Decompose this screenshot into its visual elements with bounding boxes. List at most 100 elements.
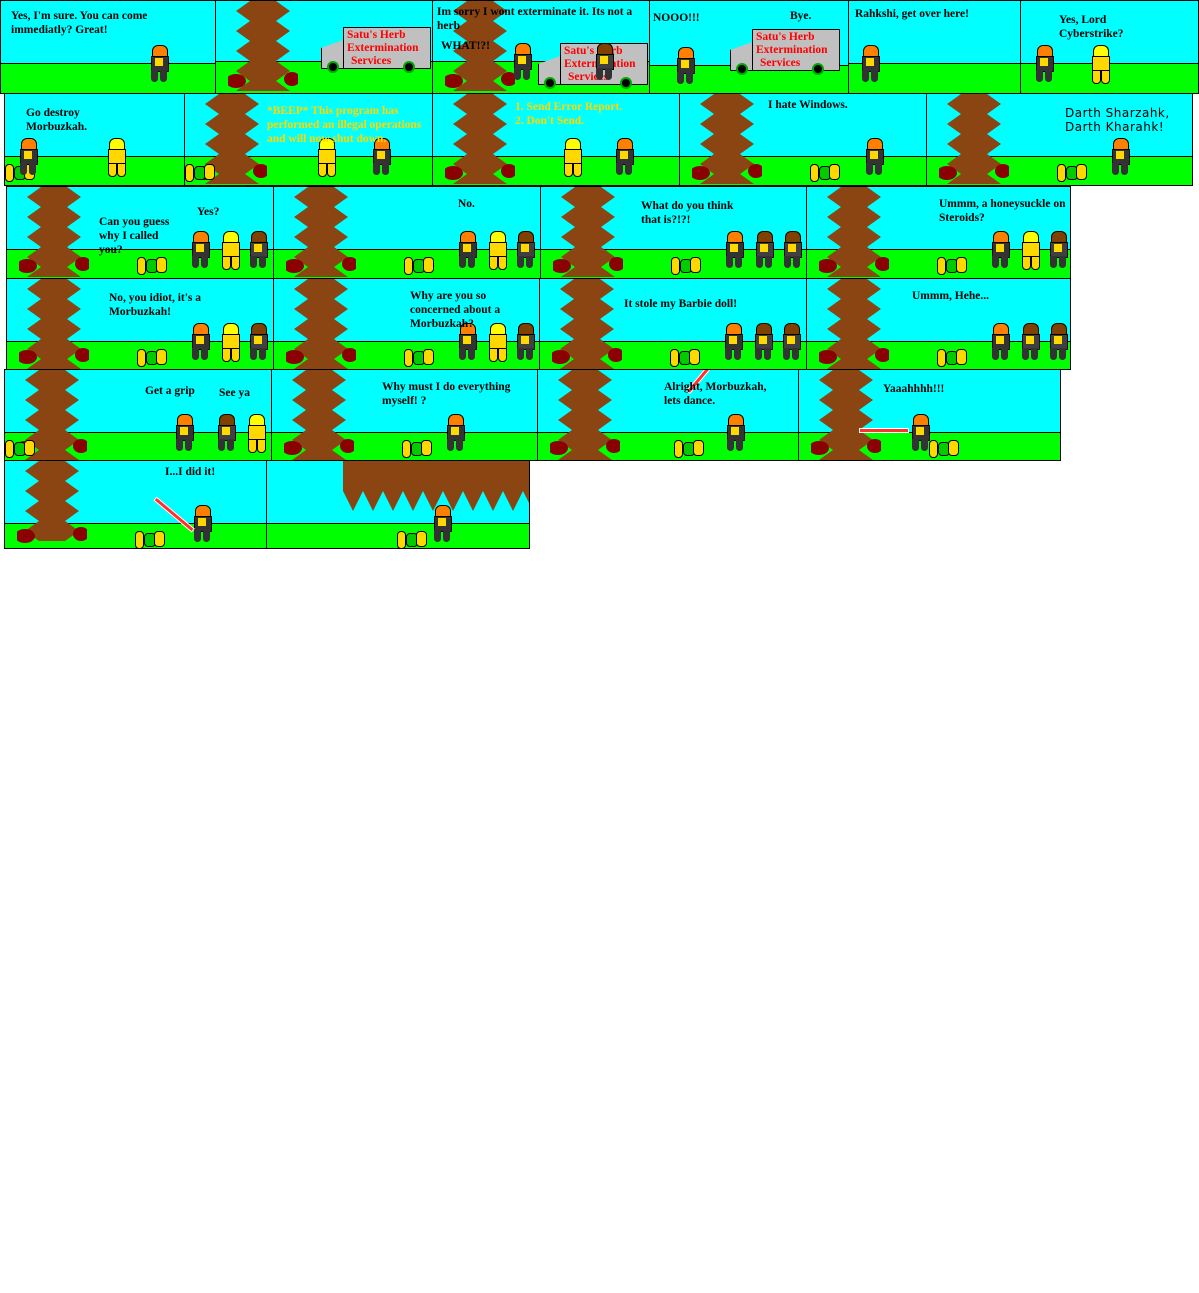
morbuzkah-plant — [286, 279, 356, 369]
cyberstrike-robot — [722, 323, 744, 361]
speech-text: WHAT!?! — [441, 40, 490, 52]
fallen-yellow-robot — [674, 438, 704, 458]
fallen-yellow-robot — [1057, 162, 1087, 182]
speech-text: What do you think that is?!?! — [641, 200, 734, 226]
comic-panel-17: Why are you so concerned about a Morbuzk… — [273, 278, 540, 370]
yellow-rahkshi-robot — [1089, 45, 1111, 84]
cyberstrike-robot — [723, 231, 745, 269]
red-lightsaber — [859, 428, 909, 433]
cyberstrike-robot — [189, 231, 211, 269]
fallen-yellow-robot — [135, 529, 165, 548]
cyberstrike-robot — [189, 323, 211, 361]
cyberstrike-robot — [724, 414, 746, 452]
cyberstrike-robot — [863, 138, 885, 176]
comic-panel-22: Alright, Morbuzkah, lets dance. — [537, 369, 799, 461]
morbuzkah-plant — [819, 279, 889, 369]
speech-text: No. — [458, 198, 475, 210]
cyberstrike-robot — [613, 138, 635, 176]
fallen-yellow-robot — [929, 438, 959, 458]
yellow-rahkshi-robot — [315, 138, 337, 177]
yellow-rahkshi-robot — [1019, 231, 1041, 270]
van-label-line: Services — [351, 55, 392, 67]
speech-text: Alright, Morbuzkah, lets dance. — [664, 381, 767, 407]
dark-rahkshi-robot — [1047, 231, 1069, 269]
comic-panel-7: Go destroy Morbuzkah. — [4, 93, 185, 186]
van-label-line: Extermination — [756, 44, 828, 56]
speech-text: It stole my Barbie doll! — [624, 298, 738, 310]
cyberstrike-robot — [148, 45, 170, 83]
cyberstrike-robot — [173, 414, 195, 452]
speech-text: Ummm, Hehe... — [912, 290, 989, 302]
fallen-yellow-robot — [670, 347, 700, 367]
cyberstrike-robot — [909, 414, 931, 452]
cyberstrike-robot — [1033, 45, 1055, 83]
speech-text: Yes, Lord Cyberstrike? — [1059, 14, 1124, 40]
dark-rahkshi-robot — [780, 323, 802, 361]
yellow-rahkshi-robot — [486, 231, 508, 270]
morbuzkah-plant — [553, 187, 623, 277]
speech-text: Bye. — [790, 10, 812, 22]
cyberstrike-robot — [1109, 138, 1131, 176]
fallen-yellow-robot — [402, 438, 432, 458]
cyberstrike-robot — [989, 323, 1011, 361]
fallen-yellow-robot — [5, 438, 35, 458]
morbuzkah-plant — [692, 94, 762, 184]
speech-text: Why must I do everything myself! ? — [382, 381, 511, 407]
cyberstrike-robot — [859, 45, 881, 83]
dark-rahkshi-robot — [215, 414, 237, 452]
dark-rahkshi-robot — [593, 43, 615, 81]
speech-text: I...I did it! — [165, 466, 216, 478]
speech-text: *BEEP* This program has performed an ill… — [267, 105, 422, 145]
comic-panel-18: It stole my Barbie doll! — [539, 278, 807, 370]
morbuzkah-plant — [17, 461, 87, 543]
morbuzkah-plant — [819, 187, 889, 277]
dark-rahkshi-robot — [514, 323, 536, 361]
cyberstrike-robot — [456, 231, 478, 269]
fallen-yellow-robot — [937, 347, 967, 367]
dark-rahkshi-robot — [514, 231, 536, 269]
cyberstrike-robot — [989, 231, 1011, 269]
comic-panel-21: Why must I do everything myself! ? — [271, 369, 538, 461]
dark-rahkshi-robot — [753, 231, 775, 269]
cyberstrike-robot — [431, 505, 453, 543]
yellow-rahkshi-robot — [219, 231, 241, 270]
cyberstrike-robot — [511, 43, 533, 81]
comic-panel-1: Yes, I'm sure. You can come immediatly? … — [0, 0, 216, 94]
cyberstrike-robot — [674, 47, 696, 85]
speech-text: Can you guess why I called you? — [99, 216, 170, 256]
speech-text: Yes? — [197, 206, 220, 218]
fallen-yellow-robot — [404, 347, 434, 367]
speech-text: NOOO!!! — [653, 12, 700, 24]
morbuzkah-plant — [286, 187, 356, 277]
morbuzkah-plant — [343, 461, 529, 511]
speech-text: I hate Windows. — [768, 99, 848, 111]
cyberstrike-robot — [191, 505, 213, 543]
morbuzkah-plant — [939, 94, 1009, 184]
speech-text: Darth Sharzahk, Darth Kharahk! — [1065, 106, 1170, 134]
morbuzkah-plant — [228, 1, 298, 91]
fallen-yellow-robot — [671, 255, 701, 275]
van-label-line: Services — [760, 57, 801, 69]
yellow-rahkshi-robot — [245, 414, 267, 453]
comic-panel-16: No, you idiot, it's a Morbuzkah! — [6, 278, 274, 370]
speech-text: See ya — [219, 387, 250, 399]
fallen-yellow-robot — [404, 255, 434, 275]
yellow-rahkshi-robot — [486, 323, 508, 362]
dark-rahkshi-robot — [1019, 323, 1041, 361]
speech-text: No, you idiot, it's a Morbuzkah! — [109, 292, 202, 318]
comic-panel-24: I...I did it! — [4, 460, 267, 549]
yellow-rahkshi-robot — [219, 323, 241, 362]
cyberstrike-robot — [370, 138, 392, 176]
van-label-line: Satu's Herb — [347, 29, 406, 41]
comic-panel-10: I hate Windows. — [679, 93, 927, 186]
dark-rahkshi-robot — [247, 323, 269, 361]
yellow-rahkshi-robot — [105, 138, 127, 177]
comic-panel-6: Yes, Lord Cyberstrike? — [1020, 0, 1199, 94]
comic-panel-3: Satu's HerbExterminationServicesIm sorry… — [432, 0, 650, 94]
morbuzkah-plant — [552, 279, 622, 369]
speech-text: Rahkshi, get over here! — [855, 8, 969, 20]
fallen-yellow-robot — [137, 255, 167, 275]
grass-ground — [1, 63, 215, 93]
